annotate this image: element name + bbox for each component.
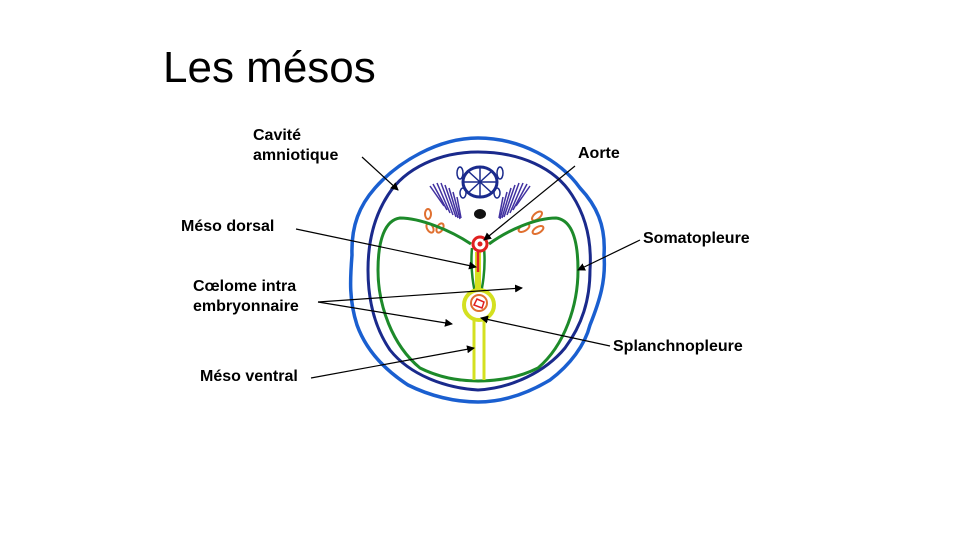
notochord-icon (474, 209, 486, 219)
leader-line-somatopleure (577, 239, 641, 271)
neural-tube-icon (461, 165, 499, 199)
somatopleure-outline (376, 216, 580, 383)
leader-line-cavite (361, 156, 399, 191)
right-somite-icon (498, 182, 531, 220)
label-cavite-line1: Cavité (253, 127, 302, 144)
label-meso-ventral: Méso ventral (200, 368, 298, 385)
slide-title: Les mésos (163, 43, 376, 92)
label-splanchnopleure: Splanchnopleure (613, 338, 743, 355)
leader-line-coelome-b (317, 301, 453, 327)
leader-line-meso-ventral (310, 345, 475, 379)
vesicle-icon (496, 166, 504, 180)
label-cavite-line2: amniotique (253, 147, 339, 164)
gut-tube-icon (462, 288, 496, 322)
vesicle-icon (493, 187, 501, 199)
ectoderm-outline (366, 150, 592, 392)
leader-line-meso-dorsal (295, 228, 477, 270)
left-somite-icon (429, 182, 462, 220)
vesicle-icon (456, 166, 464, 180)
label-somatopleure: Somatopleure (643, 230, 750, 247)
leader-line-aorte (483, 165, 576, 241)
meso-ventral-band (472, 318, 486, 380)
vesicle-icon (459, 187, 467, 199)
label-coelome-line1: Cœlome intra (193, 278, 297, 295)
label-cavite-amniotique: Cavité amniotique (253, 126, 338, 166)
amnion-outer-outline (348, 136, 607, 404)
label-meso-dorsal: Méso dorsal (181, 218, 275, 235)
label-coelome-line2: embryonnaire (193, 298, 299, 315)
label-coelome-intra-embryonnaire: Cœlome intra embryonnaire (193, 277, 299, 317)
label-aorte: Aorte (578, 145, 620, 162)
leader-line-splanchnopleure (480, 315, 611, 347)
leader-line-coelome-a (317, 284, 523, 303)
